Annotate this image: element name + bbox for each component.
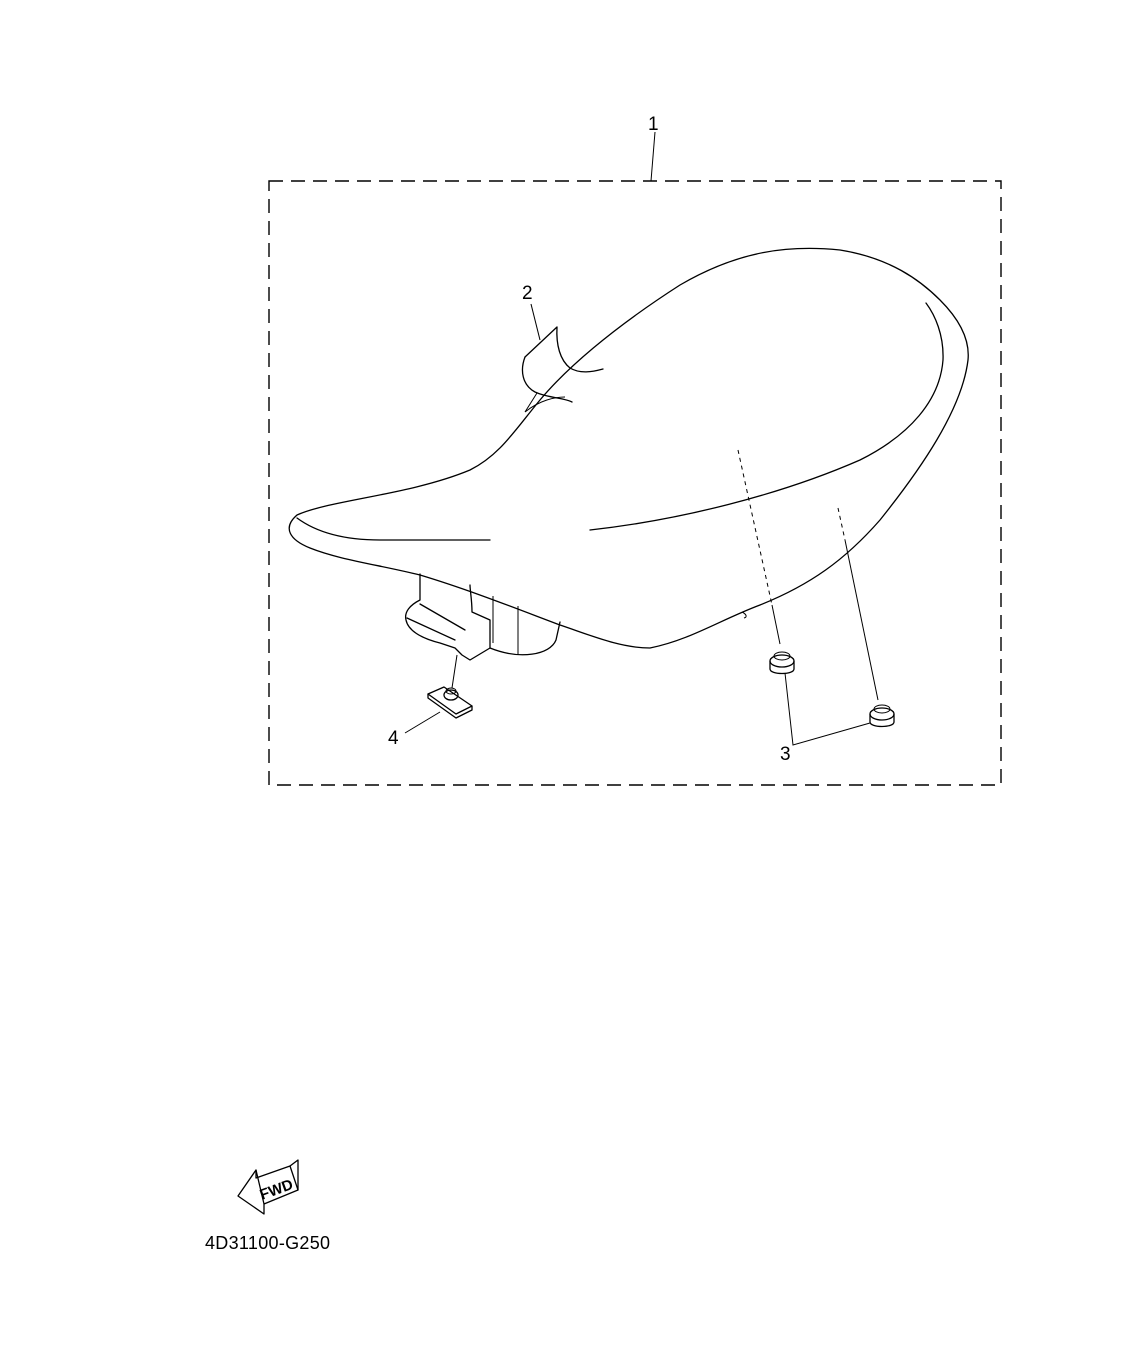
- callout-2-leader: [530, 303, 541, 341]
- callout-2: 2: [522, 283, 533, 304]
- damper-right-guide: [844, 539, 879, 701]
- damper-left: [769, 651, 795, 675]
- fwd-label: FWD: [258, 1176, 296, 1204]
- seat-cover-flap: [521, 326, 604, 413]
- clip-guide: [451, 654, 458, 689]
- assembly-boundary-box: [268, 180, 1002, 786]
- clip-bracket: [427, 686, 473, 719]
- damper-left-dashed-guide: [737, 449, 773, 606]
- callout-3: 3: [780, 744, 791, 765]
- callout-1-leader: [650, 131, 656, 182]
- callout-3-leader: [784, 672, 871, 746]
- damper-right: [869, 704, 895, 728]
- damper-right-dashed-guide: [837, 507, 846, 541]
- forward-direction-arrow-icon: FWD: [237, 1159, 299, 1215]
- callout-4-leader: [404, 711, 441, 734]
- damper-left-guide: [771, 604, 781, 645]
- callout-4: 4: [388, 728, 399, 749]
- part-code: 4D31100-G250: [205, 1233, 331, 1253]
- callout-1: 1: [648, 114, 659, 135]
- seat-body: [288, 247, 969, 661]
